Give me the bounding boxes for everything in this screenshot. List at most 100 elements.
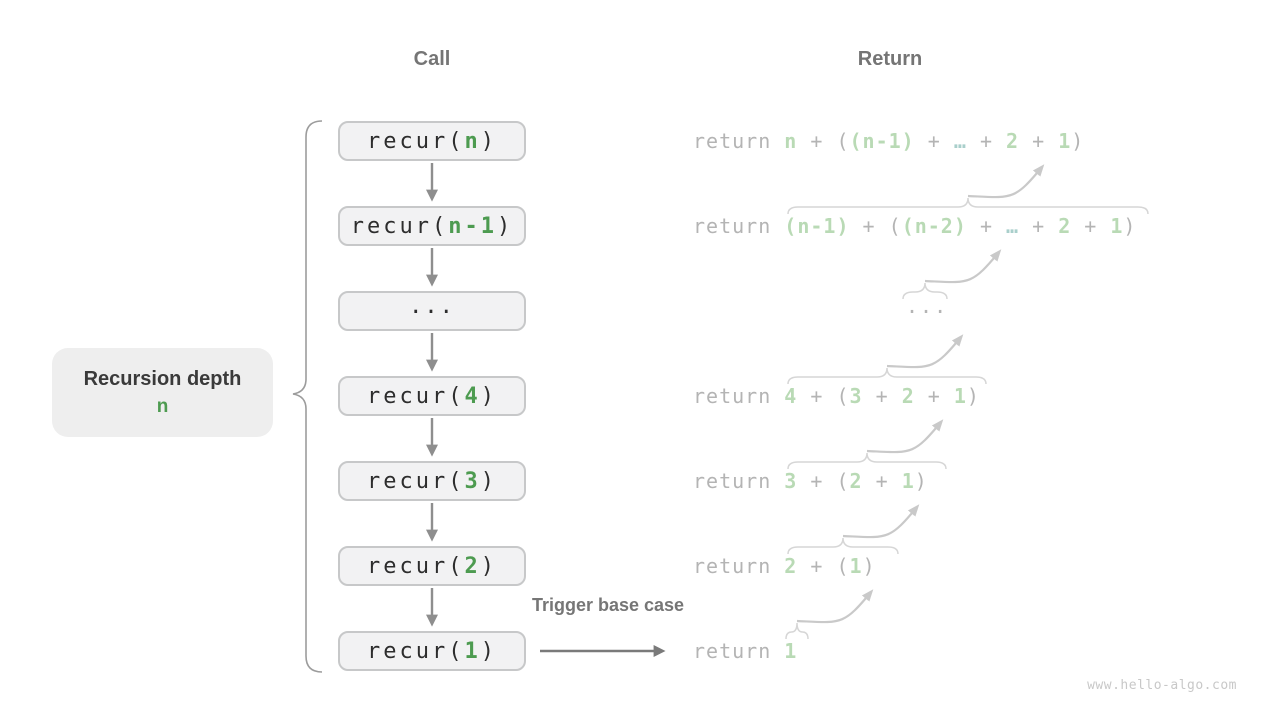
call-box-text: ) xyxy=(496,213,514,239)
recursion-depth-brace xyxy=(292,120,323,673)
return-line-text: 1 xyxy=(1110,214,1124,238)
call-box-text: n-1 xyxy=(448,213,497,239)
return-line-text: + xyxy=(862,384,902,408)
watermark: www.hello-algo.com xyxy=(1087,678,1237,693)
return-line-text: 2 xyxy=(784,554,798,578)
return-line-text: ( xyxy=(836,469,850,493)
call-box-text: ) xyxy=(480,128,497,154)
return-line: ... xyxy=(906,294,949,325)
call-box-text: ) xyxy=(480,553,497,579)
call-box: recur(2) xyxy=(338,546,526,586)
return-line-text: (n-1) xyxy=(784,214,850,238)
return-line-text: + xyxy=(1019,129,1059,153)
return-line-text: 3 xyxy=(784,469,798,493)
return-overbrace xyxy=(902,282,948,300)
return-line-text: + xyxy=(797,129,837,153)
return-line-text: 2 xyxy=(1058,214,1072,238)
return-line-text: 4 xyxy=(784,384,798,408)
call-box-text: 4 xyxy=(464,383,481,409)
return-line-text: ) xyxy=(862,554,876,578)
call-box-text: recur( xyxy=(367,468,465,494)
return-line-text: return xyxy=(693,384,785,408)
call-box-text: recur( xyxy=(367,383,465,409)
return-line: return n + ((n-1) + … + 2 + 1) xyxy=(693,127,1084,155)
call-column-header: Call xyxy=(413,48,451,70)
return-line-text: + xyxy=(966,214,1007,238)
call-box: recur(3) xyxy=(338,461,526,501)
return-up-arrow xyxy=(967,164,1045,199)
return-line-text: ) xyxy=(914,469,928,493)
trigger-base-case-label: Trigger base case xyxy=(531,595,685,615)
return-line-text: ) xyxy=(1123,214,1137,238)
call-box-text: ) xyxy=(480,638,497,664)
return-line-text: + xyxy=(914,129,954,153)
call-box-text: 2 xyxy=(464,553,481,579)
return-line-text: 2 xyxy=(1006,129,1020,153)
return-line-text: + xyxy=(797,469,837,493)
return-line-text: + xyxy=(797,554,837,578)
return-overbrace xyxy=(787,197,1149,215)
return-line: return 3 + (2 + 1) xyxy=(693,467,928,495)
return-line-text: + xyxy=(1071,214,1111,238)
call-box-text: recur( xyxy=(350,213,449,239)
recursion-depth-value: n xyxy=(156,395,169,417)
return-line-text: return xyxy=(693,639,785,663)
return-line-text: 1 xyxy=(901,469,915,493)
return-line-text: (n-2) xyxy=(901,214,967,238)
return-line-text: return xyxy=(693,214,785,238)
return-line-text: 2 xyxy=(849,469,863,493)
call-box-text: 3 xyxy=(464,468,481,494)
return-overbrace xyxy=(787,367,987,385)
return-up-arrow xyxy=(924,249,1002,284)
call-box-text: 1 xyxy=(464,638,481,664)
return-line-text: 1 xyxy=(849,554,863,578)
call-box: recur(4) xyxy=(338,376,526,416)
return-up-arrow xyxy=(842,504,920,539)
return-line-text: 3 xyxy=(849,384,863,408)
call-box-text: ) xyxy=(480,468,497,494)
call-box-text: n xyxy=(464,128,481,154)
return-line: return 4 + (3 + 2 + 1) xyxy=(693,382,980,410)
call-box: recur(1) xyxy=(338,631,526,671)
call-box: ... xyxy=(338,291,526,331)
return-overbrace xyxy=(787,537,899,555)
call-box-text: recur( xyxy=(367,553,465,579)
return-line-text: ) xyxy=(1071,129,1085,153)
return-line-text: n xyxy=(784,129,798,153)
return-line-text: + xyxy=(966,129,1007,153)
return-line-text: ... xyxy=(906,294,949,318)
return-line-text: … xyxy=(1006,214,1020,238)
return-up-arrow xyxy=(886,334,964,369)
recursion-depth-title: Recursion depth xyxy=(83,367,242,390)
return-line-text: + xyxy=(862,469,902,493)
return-line: return (n-1) + ((n-2) + … + 2 + 1) xyxy=(693,212,1136,240)
call-box-text: recur( xyxy=(367,128,465,154)
return-line-text: ( xyxy=(836,554,850,578)
return-line-text: + xyxy=(1019,214,1059,238)
return-line-text: ( xyxy=(888,214,902,238)
return-line-text: 1 xyxy=(784,639,798,663)
return-up-arrow xyxy=(866,419,944,454)
call-box-text: ... xyxy=(409,293,455,319)
return-overbrace xyxy=(785,622,809,640)
return-line-text: + xyxy=(797,384,837,408)
return-line-text: return xyxy=(693,469,785,493)
return-line-text: return xyxy=(693,129,785,153)
return-line: return 1 xyxy=(693,637,797,665)
return-line-text: (n-1) xyxy=(849,129,915,153)
return-line-text: + xyxy=(914,384,954,408)
recursion-depth-label: Recursion depth n xyxy=(52,348,273,437)
return-overbrace xyxy=(787,452,947,470)
return-line-text: ( xyxy=(836,384,850,408)
return-line-text: 1 xyxy=(1058,129,1072,153)
call-box-text: recur( xyxy=(367,638,465,664)
call-box-text: ) xyxy=(480,383,497,409)
return-line-text: return xyxy=(693,554,785,578)
return-line: return 2 + (1) xyxy=(693,552,876,580)
call-box: recur(n-1) xyxy=(338,206,526,246)
return-line-text: ( xyxy=(836,129,850,153)
return-line-text: 1 xyxy=(953,384,967,408)
return-line-text: + xyxy=(849,214,889,238)
